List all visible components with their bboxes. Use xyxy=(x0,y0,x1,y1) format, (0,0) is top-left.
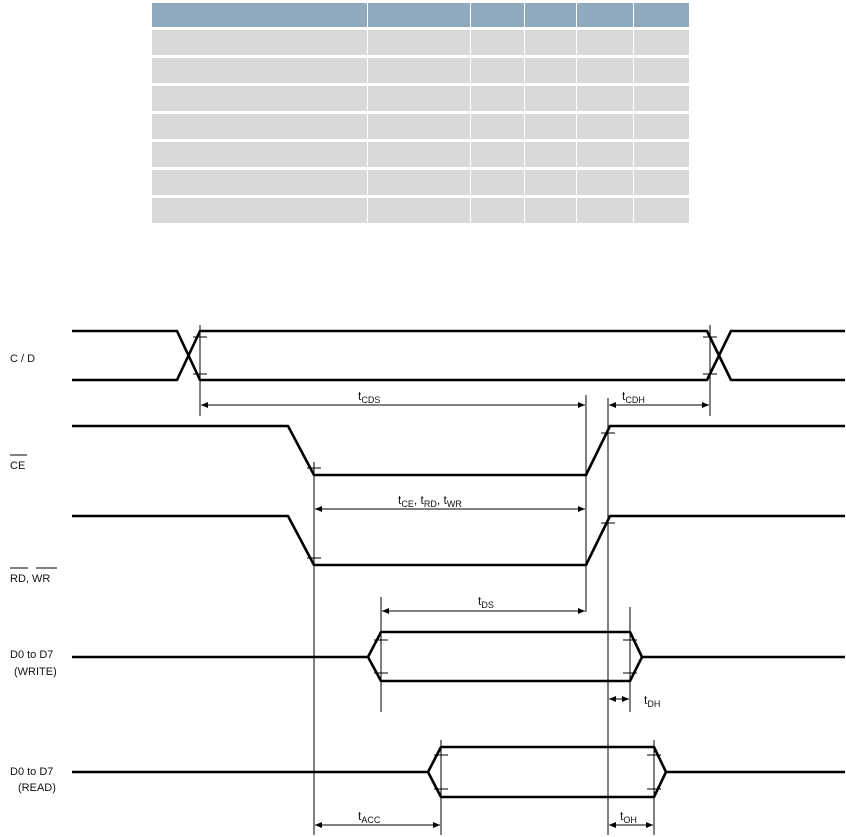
spec-table-cell xyxy=(576,27,634,57)
timing-label-tcdh: tCDH xyxy=(622,389,645,405)
spec-table-cell xyxy=(470,27,525,57)
spec-table-cell xyxy=(367,167,471,197)
signal-label-write-line1: D0 to D7 xyxy=(10,649,53,661)
spec-table-cell xyxy=(524,139,577,169)
spec-table-cell xyxy=(633,27,689,57)
timing-label-tce-trd-twr: tCE, tRD, tWR xyxy=(398,493,462,509)
cd-waveform-bottom xyxy=(72,329,845,382)
spec-table-row xyxy=(152,139,689,169)
spec-table xyxy=(152,3,689,223)
spec-header-cell xyxy=(576,3,634,29)
cd-waveform-top xyxy=(72,329,845,382)
spec-table-cell xyxy=(152,27,368,57)
spec-table-cell xyxy=(470,83,525,113)
signal-label-read-line2: (READ) xyxy=(18,782,56,794)
spec-table-cell xyxy=(633,139,689,169)
spec-header-cell xyxy=(367,3,471,29)
spec-table-row xyxy=(152,83,689,113)
spec-table-cell xyxy=(633,83,689,113)
signal-label-ce: CE xyxy=(10,460,25,472)
spec-table-cell xyxy=(524,167,577,197)
spec-table-cell xyxy=(576,55,634,85)
spec-table-cell xyxy=(367,55,471,85)
timing-label-tds: tDS xyxy=(478,594,494,610)
spec-table-header-row xyxy=(152,3,689,29)
spec-table-cell xyxy=(576,167,634,197)
spec-table-row xyxy=(152,195,689,223)
spec-header-cell xyxy=(524,3,577,29)
spec-table-cell xyxy=(470,195,525,223)
spec-table-cell xyxy=(367,139,471,169)
spec-table-cell xyxy=(633,55,689,85)
spec-table-cell xyxy=(470,55,525,85)
spec-table-row xyxy=(152,111,689,141)
spec-table-cell xyxy=(152,167,368,197)
data-write-waveform xyxy=(72,630,845,683)
spec-table-cell xyxy=(470,111,525,141)
spec-table-cell xyxy=(633,167,689,197)
spec-table-cell xyxy=(152,139,368,169)
signal-label-read-line1: D0 to D7 xyxy=(10,766,53,778)
data-read-waveform xyxy=(72,745,845,799)
spec-table-cell xyxy=(524,111,577,141)
spec-header-cell xyxy=(470,3,525,29)
signal-label-cd: C / D xyxy=(10,353,35,365)
spec-header-cell xyxy=(633,3,689,29)
spec-table-cell xyxy=(367,195,471,223)
spec-table-cell xyxy=(576,83,634,113)
spec-table-cell xyxy=(470,167,525,197)
timing-label-tdh: tDH xyxy=(644,693,660,709)
spec-table-cell xyxy=(152,111,368,141)
spec-table-cell xyxy=(367,111,471,141)
spec-table-cell xyxy=(367,27,471,57)
spec-table-cell xyxy=(152,55,368,85)
signal-label-write-line2: (WRITE) xyxy=(14,666,57,678)
timing-label-toh: tOH xyxy=(620,809,637,825)
spec-table-cell xyxy=(576,139,634,169)
spec-table-cell xyxy=(470,139,525,169)
timing-label-tacc: tACC xyxy=(358,809,381,825)
spec-table-cell xyxy=(367,83,471,113)
spec-header-cell xyxy=(152,3,368,29)
spec-table-cell xyxy=(633,111,689,141)
spec-table-cell xyxy=(576,195,634,223)
spec-table-cell xyxy=(633,195,689,223)
spec-table-cell xyxy=(576,111,634,141)
ce-waveform xyxy=(72,424,845,477)
spec-table-row xyxy=(152,167,689,197)
spec-table-row xyxy=(152,55,689,85)
rdwr-waveform xyxy=(72,514,845,567)
timing-label-tcds: tCDS xyxy=(358,389,380,405)
spec-table-row xyxy=(152,27,689,57)
spec-table-cell xyxy=(524,195,577,223)
spec-table-cell xyxy=(524,83,577,113)
signal-label-rdwr: RD, WR xyxy=(10,573,50,585)
spec-table-cell xyxy=(524,27,577,57)
spec-table-cell xyxy=(524,55,577,85)
spec-table-cell xyxy=(152,83,368,113)
spec-table-cell xyxy=(152,195,368,223)
spec-table-body xyxy=(152,27,689,223)
